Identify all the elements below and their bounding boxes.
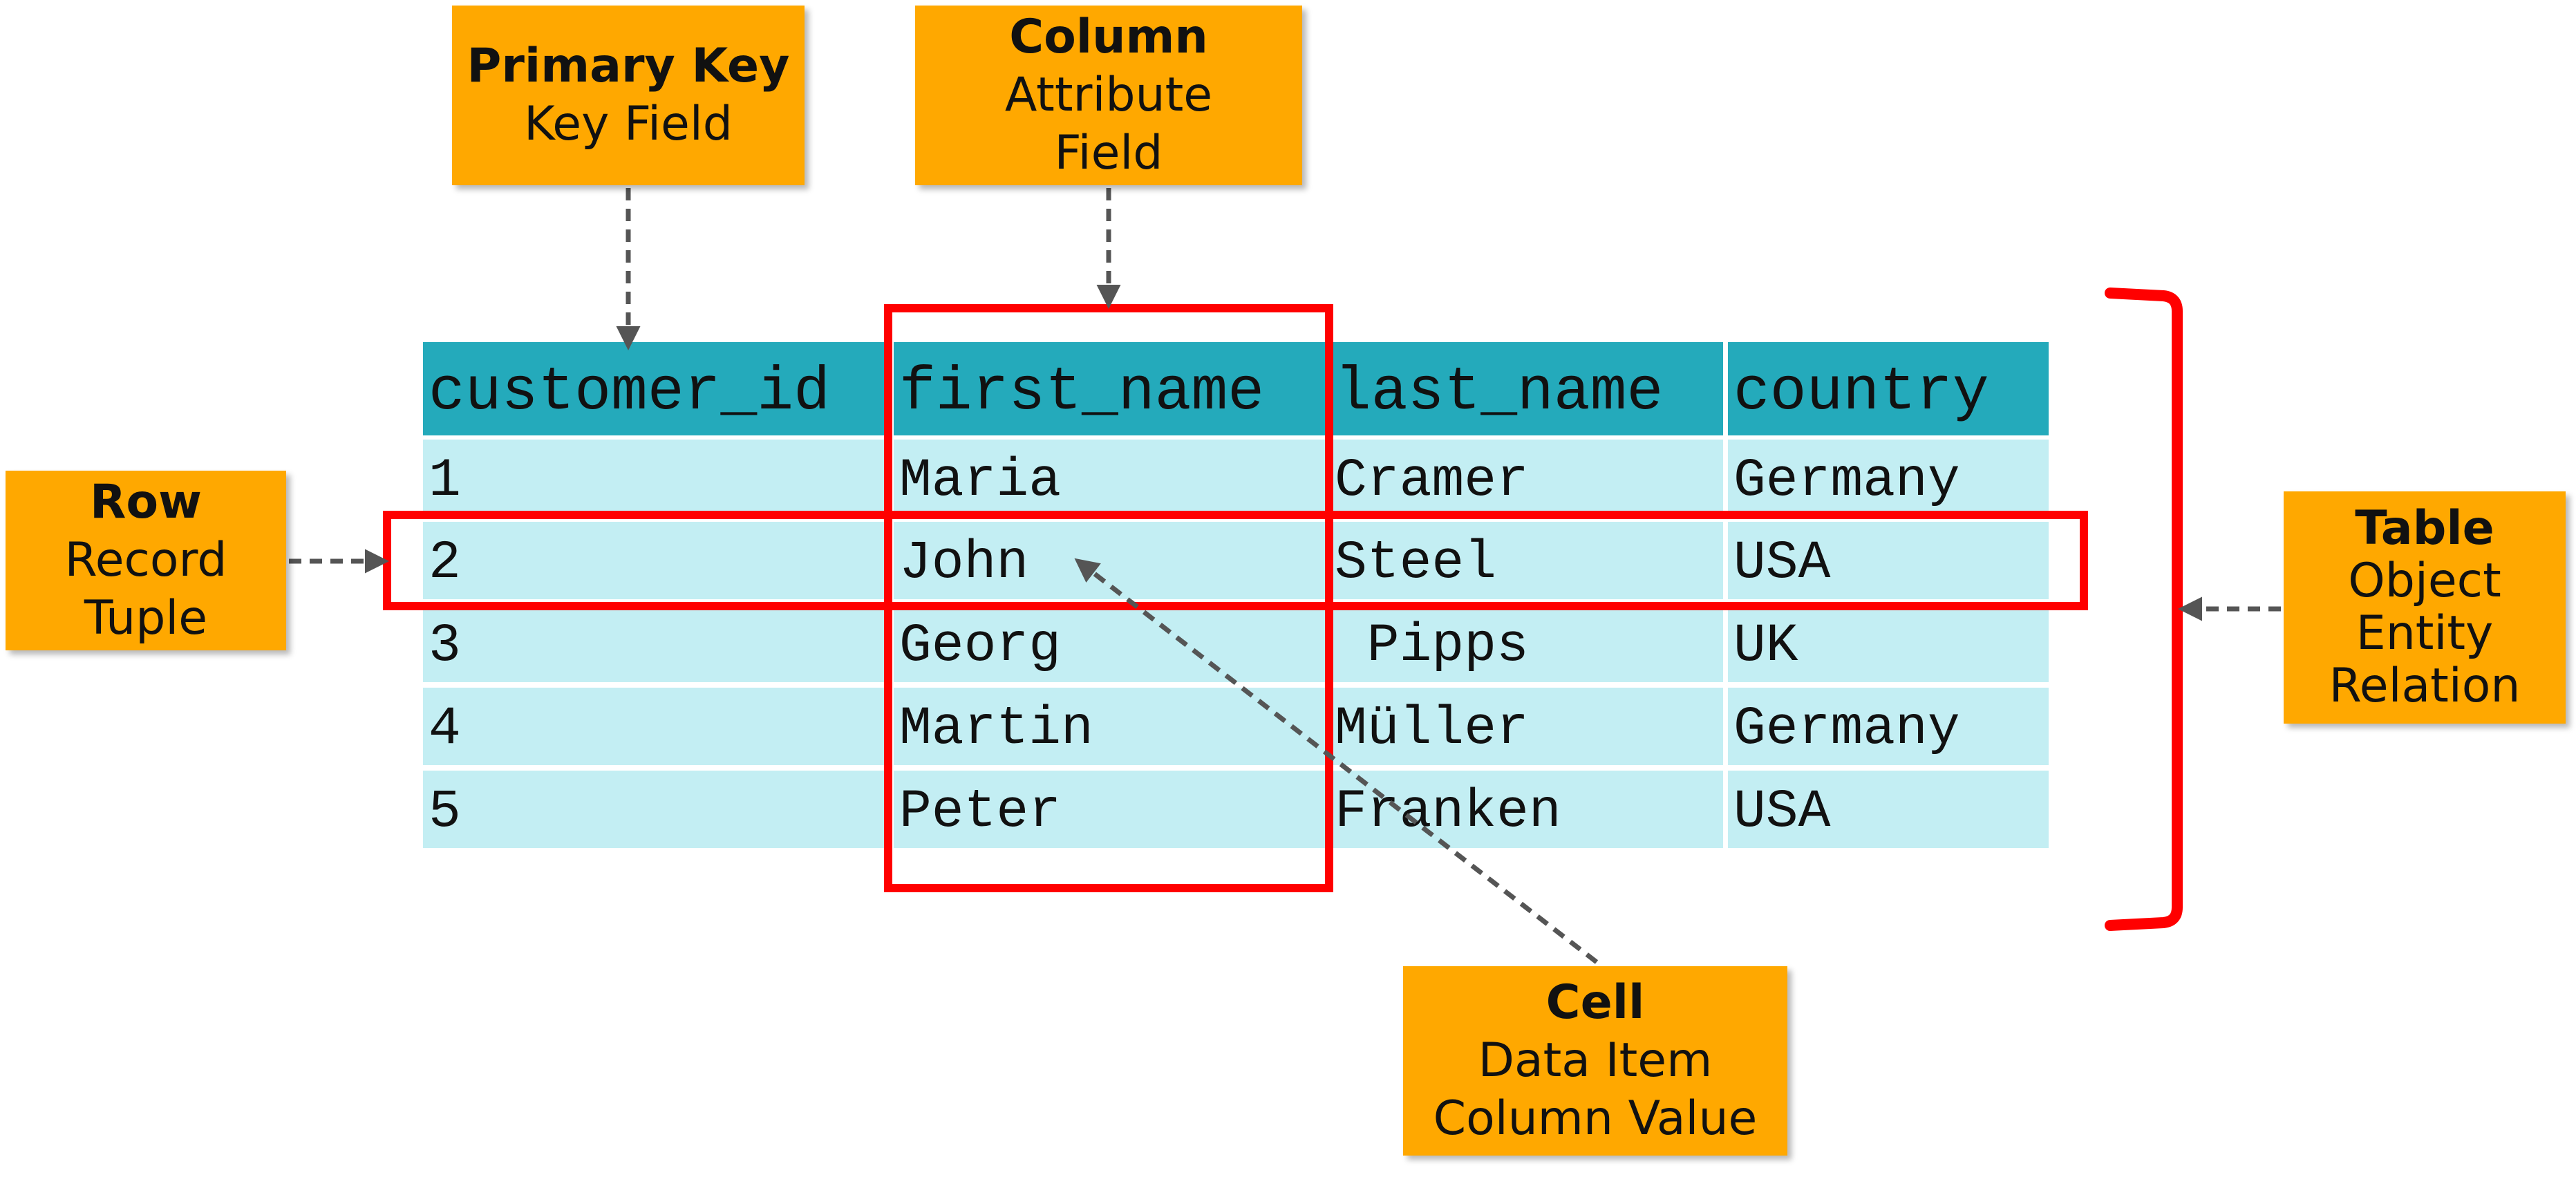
table-cell bbox=[423, 688, 887, 765]
callout-line: Attribute bbox=[1004, 68, 1213, 122]
column-header: country bbox=[1733, 359, 1989, 427]
cell-value: Maria bbox=[899, 451, 1061, 511]
cell-value: USA bbox=[1733, 782, 1831, 842]
cell-value: 2 bbox=[429, 533, 461, 594]
table-cell bbox=[1329, 522, 1723, 599]
cell-value: Franken bbox=[1335, 782, 1561, 842]
callout-line: Tuple bbox=[84, 591, 208, 646]
table-cell bbox=[894, 771, 1325, 848]
cell-value: Germany bbox=[1733, 699, 1960, 760]
cell-value: Peter bbox=[899, 782, 1061, 842]
cell-value: 1 bbox=[429, 451, 461, 511]
header-cell bbox=[423, 342, 887, 435]
cell-value: 4 bbox=[429, 699, 461, 760]
cell-callout: Cell Data Item Column Value bbox=[1403, 966, 1787, 1156]
table-cell bbox=[423, 771, 887, 848]
table-cell bbox=[1329, 440, 1723, 517]
cell-value: UK bbox=[1733, 616, 1798, 677]
callout-line: Data Item bbox=[1478, 1033, 1713, 1088]
callout-line: Object bbox=[2348, 554, 2501, 608]
callout-title: Column bbox=[1009, 10, 1208, 64]
table-cell bbox=[423, 440, 887, 517]
table-cell bbox=[1329, 771, 1723, 848]
table-bracket bbox=[2105, 288, 2183, 931]
column-header: first_name bbox=[899, 359, 1264, 427]
table-cell bbox=[423, 605, 887, 682]
callout-title: Cell bbox=[1545, 975, 1645, 1030]
primary-key-callout: Primary Key Key Field bbox=[452, 6, 805, 185]
table-cell bbox=[894, 605, 1325, 682]
callout-line: Column Value bbox=[1433, 1091, 1758, 1146]
table-cell bbox=[1329, 605, 1723, 682]
callout-line: Key Field bbox=[524, 97, 733, 151]
table-callout: Table Object Entity Relation bbox=[2284, 491, 2566, 724]
header-cell bbox=[894, 342, 1325, 435]
table-cell bbox=[1329, 688, 1723, 765]
column-header: last_name bbox=[1335, 359, 1663, 427]
header-cell bbox=[1728, 342, 2049, 435]
callout-line: Record bbox=[64, 533, 227, 587]
table-cell bbox=[1728, 522, 2049, 599]
cell-arrow bbox=[1074, 558, 1599, 964]
cell-value: 5 bbox=[429, 782, 461, 842]
callout-line: Entity bbox=[2356, 606, 2494, 661]
column-callout: Column Attribute Field bbox=[915, 6, 1302, 185]
header-cell bbox=[1329, 342, 1723, 435]
cell-value: Martin bbox=[899, 699, 1093, 760]
table-cell bbox=[1728, 688, 2049, 765]
cell-value: USA bbox=[1733, 533, 1831, 594]
table-cell bbox=[1728, 605, 2049, 682]
callout-line: Field bbox=[1054, 126, 1163, 180]
cell-value: Müller bbox=[1335, 699, 1529, 760]
callout-title: Primary Key bbox=[467, 39, 790, 93]
row-callout: Row Record Tuple bbox=[6, 471, 286, 650]
cell-value: John bbox=[899, 533, 1028, 594]
cell-value: Germany bbox=[1733, 451, 1960, 511]
column-header: customer_id bbox=[429, 359, 830, 427]
cell-value: Cramer bbox=[1335, 451, 1529, 511]
table-cell bbox=[1728, 771, 2049, 848]
table-cell bbox=[894, 522, 1325, 599]
table-cell bbox=[894, 688, 1325, 765]
cell-value: Georg bbox=[899, 616, 1061, 677]
table-cell bbox=[1728, 440, 2049, 517]
table-cell bbox=[894, 440, 1325, 517]
cell-value: 3 bbox=[429, 616, 461, 677]
cell-value: Pipps bbox=[1335, 616, 1529, 677]
callout-title: Row bbox=[90, 475, 202, 529]
callout-line: Relation bbox=[2329, 659, 2521, 713]
callout-title: Table bbox=[2355, 501, 2494, 556]
table-cell bbox=[423, 522, 887, 599]
cell-value: Steel bbox=[1335, 533, 1496, 594]
